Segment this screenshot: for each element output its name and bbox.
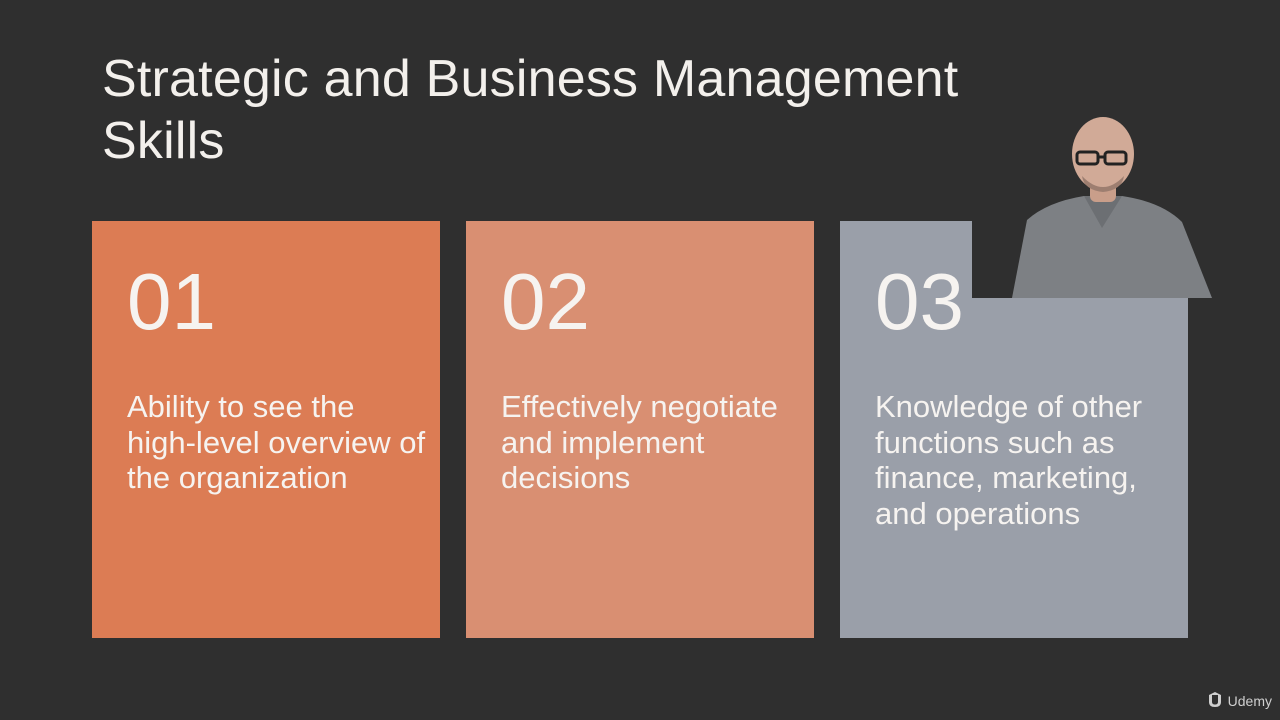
udemy-logo-text: Udemy (1227, 693, 1272, 709)
skill-card-text: Knowledge of other functions such as fin… (875, 389, 1143, 531)
slide-title-line-1: Strategic and Business Management (102, 50, 959, 108)
skill-card-1: 01 Ability to see the high-level overvie… (92, 221, 440, 638)
slide-title-line-2: Skills (102, 112, 225, 170)
skill-card-text: Ability to see the high-level overview o… (127, 389, 426, 495)
presenter-video-icon (972, 110, 1242, 298)
skill-card-number: 02 (501, 257, 590, 346)
udemy-logo: Udemy (1206, 692, 1272, 710)
udemy-logo-icon (1208, 692, 1221, 707)
skill-card-number: 01 (127, 257, 216, 346)
skill-card-number: 03 (875, 257, 964, 346)
skill-card-2: 02 Effectively negotiate and implement d… (466, 221, 814, 638)
skill-card-text: Effectively negotiate and implement deci… (501, 389, 778, 495)
slide-title: Strategic and Business Management Skills (102, 48, 1102, 172)
